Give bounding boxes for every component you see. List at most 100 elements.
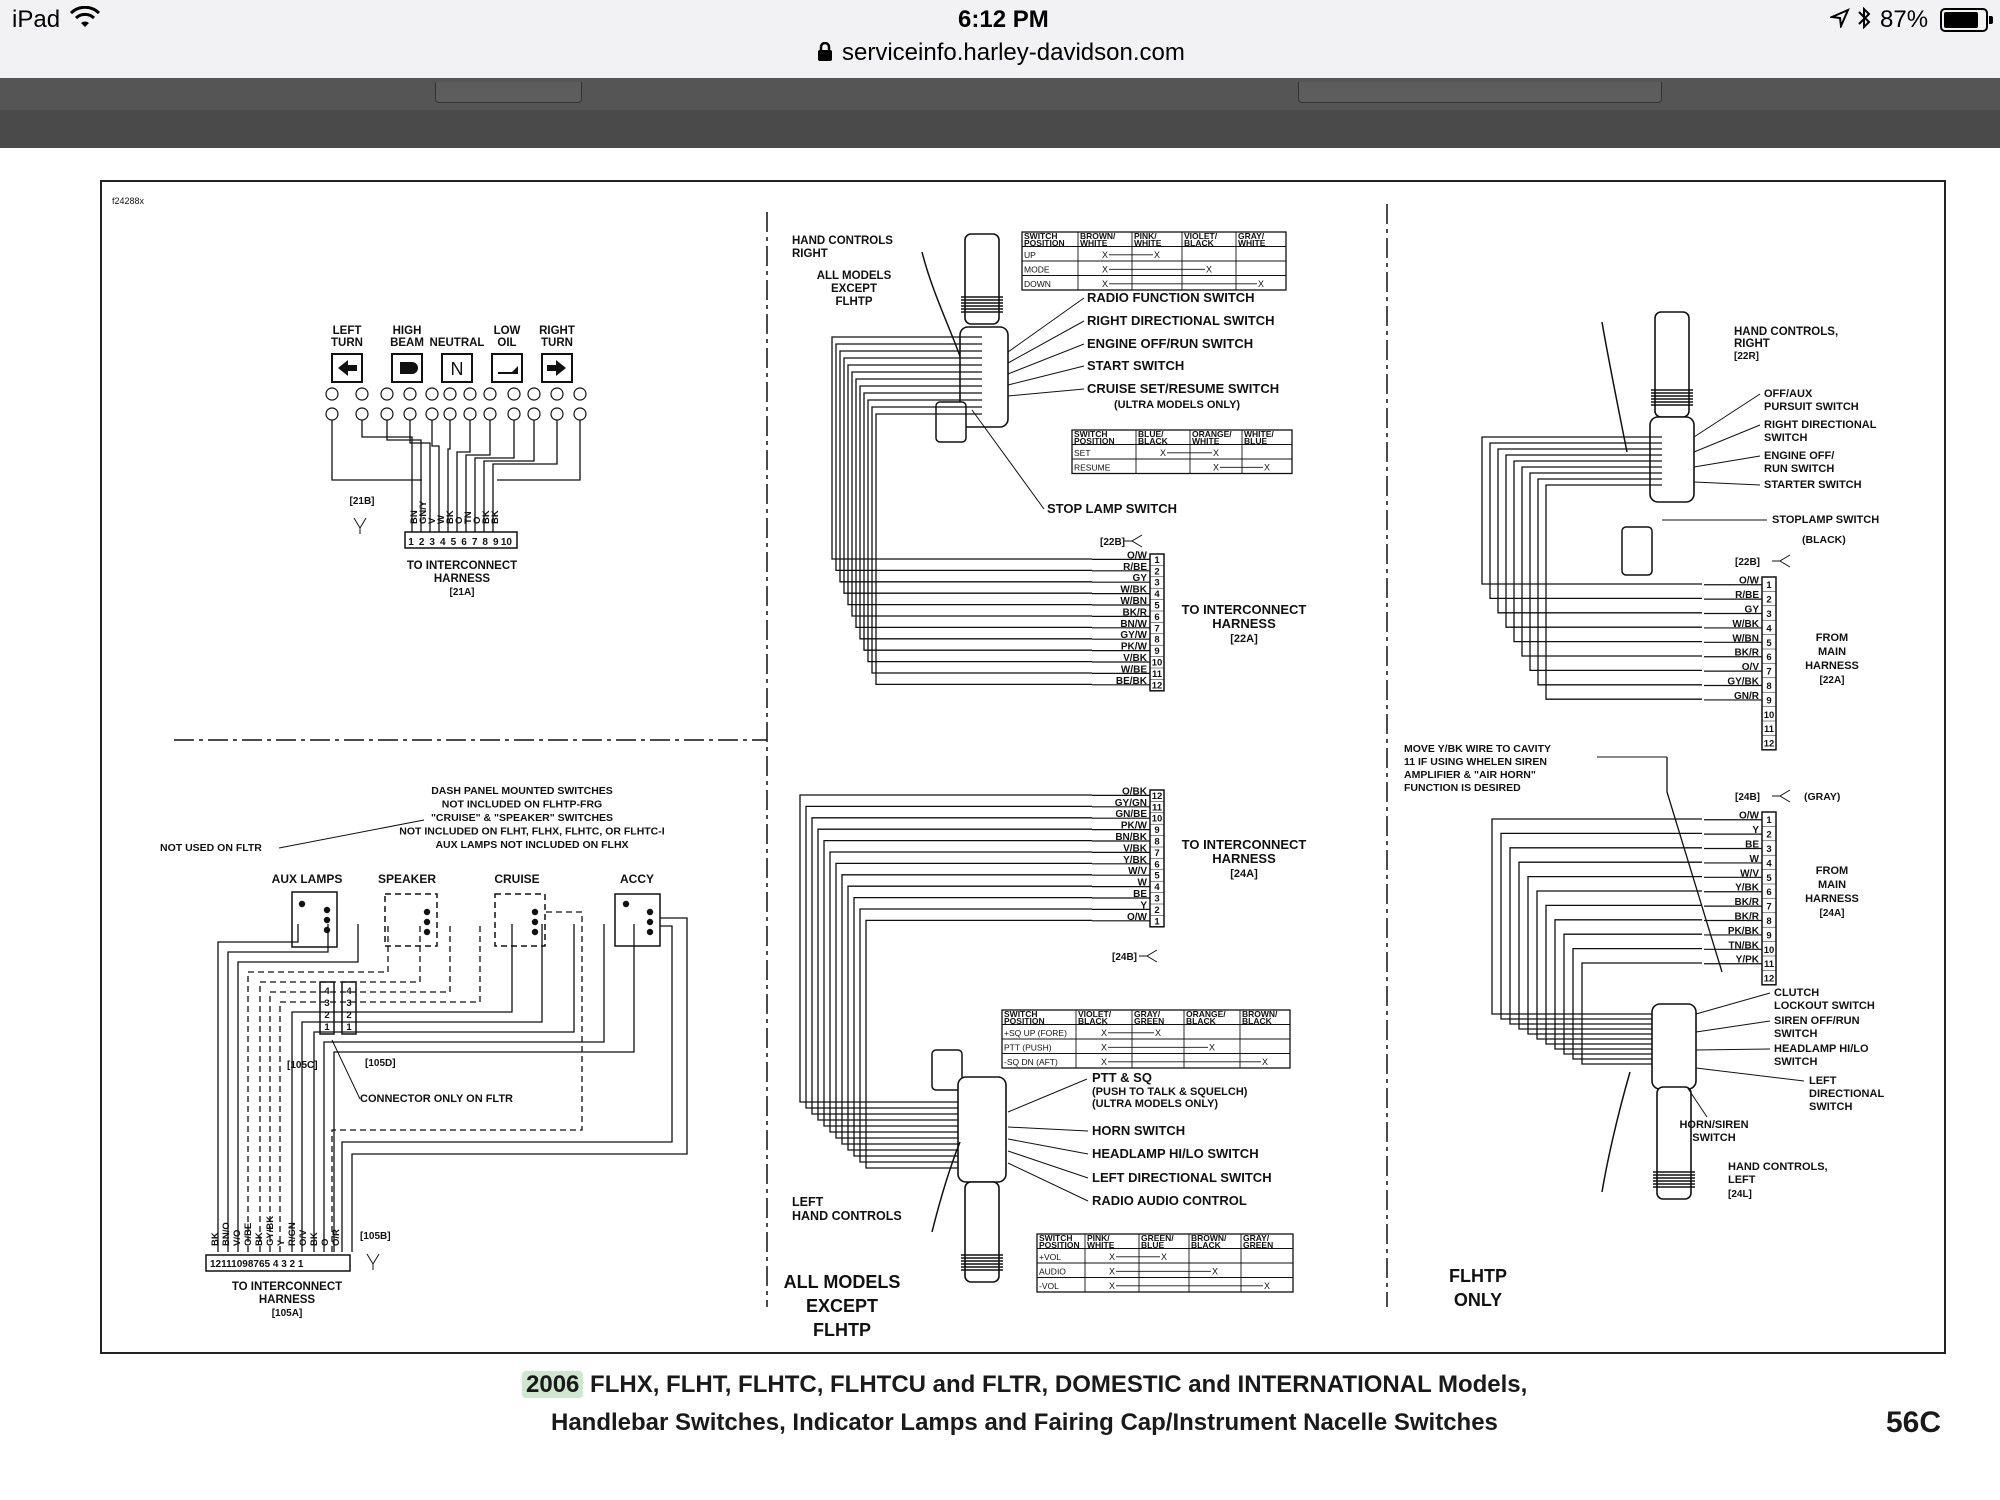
wire-color-label: TN: [463, 511, 474, 524]
toolbar-tab-left[interactable]: [435, 82, 582, 103]
wire: [341, 925, 673, 1252]
wire-color-label: GY/GN: [1115, 798, 1147, 809]
lamp-right-turn: [541, 353, 573, 383]
wire: [875, 413, 1092, 686]
lamp-label: TURN: [331, 337, 363, 349]
dash-switch-box: [614, 893, 661, 947]
models-label: ALL MODELS: [817, 270, 892, 282]
wire-color-label: GN/BE: [1115, 809, 1147, 820]
ios-status-bar: iPad 6:12 PM 87% serviceinfo.harley-davi…: [0, 0, 2000, 78]
lamp-terminal: [380, 387, 394, 401]
connector-pin: 2: [346, 1010, 351, 1021]
wire: [835, 343, 1092, 572]
horn-label: HORN/SIREN: [1679, 1119, 1748, 1131]
wire-color-label: O/W: [1739, 576, 1760, 587]
switch-label: START SWITCH: [1087, 358, 1184, 373]
right-handlebar-grip: [961, 233, 1003, 325]
table-header: SWITCH: [1039, 1233, 1073, 1243]
lamp-terminal: [483, 387, 497, 401]
wire-color-label: W/BN: [1120, 596, 1147, 607]
switch-contact: [646, 928, 654, 936]
connector-pin: 11: [1152, 669, 1163, 680]
dash-switch-label: ACCY: [620, 872, 654, 886]
switch-contact: [531, 908, 539, 916]
lamp-label: HIGH: [393, 325, 422, 337]
connector-pin: 4: [346, 986, 352, 997]
harness-label: HARNESS: [434, 573, 491, 585]
switch-label: CRUISE SET/RESUME SWITCH: [1087, 381, 1279, 396]
wire: [227, 924, 329, 1252]
connector-pin: 1: [324, 1022, 330, 1033]
connector-pin: 5: [1154, 871, 1160, 882]
wire: [829, 851, 1092, 1133]
wire: [867, 399, 1092, 663]
arrow-left-icon: [338, 360, 357, 376]
connector-pin: 5: [451, 537, 457, 548]
wire: [835, 862, 1092, 1139]
switch-contact: [323, 916, 331, 924]
connector-ref: [22B]: [1735, 557, 1760, 568]
switch-contact: [646, 908, 654, 916]
wire-color-label: O/W: [1739, 811, 1760, 822]
wire-color-label: GN/R: [1734, 691, 1760, 702]
wire: [1572, 947, 1702, 1060]
lamp-terminal: [527, 407, 541, 421]
models-label: FLHTP: [813, 1320, 871, 1340]
harness-label: FROM: [1816, 632, 1848, 644]
wire: [839, 350, 1092, 583]
table-header: GRAY/: [1243, 1233, 1270, 1243]
hand-controls-label: LEFT: [1728, 1174, 1756, 1186]
left-handlebar-grip: [961, 1181, 1003, 1283]
models-label: EXCEPT: [831, 283, 877, 295]
wire-color-label: BK/R: [1735, 897, 1760, 908]
models-label: FLHTP: [835, 296, 872, 308]
wire-color-label: O: [320, 1239, 331, 1246]
wire: [1500, 832, 1702, 1020]
dash-switch-box: [291, 891, 338, 948]
wire-color-label: O/W: [1127, 912, 1148, 923]
switch-contact: [298, 900, 306, 908]
left-hand-controls-section: 12O/BK11GY/GN10GN/BE9PK/W8BN/BK7V/BK6Y/B…: [784, 786, 1307, 1340]
connector-pin: 1: [346, 1022, 352, 1033]
switch-label: PURSUIT SWITCH: [1764, 401, 1859, 413]
lamp-terminal: [483, 407, 497, 421]
switch-label: RIGHT DIRECTIONAL SWITCH: [1087, 313, 1275, 328]
brake-master-cylinder: [935, 401, 967, 443]
clock: 6:12 PM: [958, 6, 1049, 33]
table-mark: X: [1102, 279, 1108, 289]
harness-label: MAIN: [1818, 879, 1846, 891]
flhtp-clutch-lever: [1601, 1071, 1631, 1193]
table-cell: MODE: [1024, 264, 1050, 274]
lamp-terminal: [355, 387, 369, 401]
connector-pin: 9: [1766, 930, 1771, 941]
lamp-label: LOW: [494, 325, 521, 337]
clutch-perch: [931, 1049, 963, 1091]
wire-color-label: BK/R: [1123, 607, 1148, 618]
hand-controls-label: HAND CONTROLS,: [1734, 326, 1838, 338]
table-header: GREEN: [1243, 1240, 1273, 1250]
connector-pin: 3: [1766, 844, 1771, 855]
connector-pin: 1: [1154, 555, 1160, 566]
wire-color-label: V/BK: [1123, 653, 1148, 664]
lamp-terminal: [380, 407, 394, 421]
flhtp-left-housing: [1651, 1003, 1697, 1090]
connector-pin: 1: [408, 537, 414, 548]
toolbar-tab-right[interactable]: [1298, 82, 1662, 103]
switch-label: HEADLAMP HI/LO: [1774, 1043, 1869, 1055]
leader-line: [1693, 481, 1761, 486]
switch-housing: [959, 326, 1009, 428]
wire-color-label: W/BN: [1732, 633, 1759, 644]
leader-line: [1007, 1126, 1089, 1132]
lamp-label: OIL: [497, 337, 516, 349]
wire: [269, 924, 451, 1252]
table-header: GRAY/: [1238, 231, 1265, 241]
oil-can-icon: [498, 366, 518, 374]
lamp-left-turn: [331, 353, 363, 383]
switch-label: SWITCH: [1809, 1101, 1852, 1113]
wire: [465, 420, 491, 532]
harness-label: HARNESS: [1212, 616, 1276, 631]
url-field[interactable]: serviceinfo.harley-davidson.com: [842, 39, 1185, 66]
